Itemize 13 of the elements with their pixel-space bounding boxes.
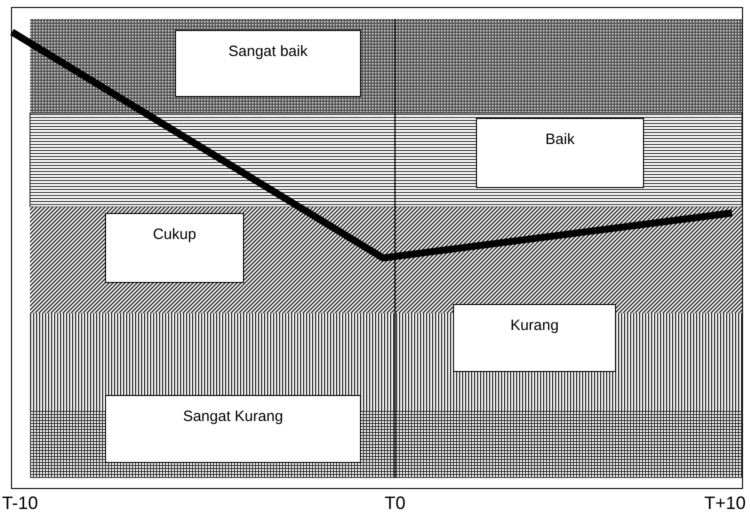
axis-label: T+10 xyxy=(704,494,746,512)
label-box xyxy=(105,213,244,283)
rating-label: Sangat Kurang xyxy=(182,408,284,427)
axis-label: T-10 xyxy=(2,494,38,512)
label-box xyxy=(105,395,361,463)
label-box xyxy=(453,304,616,372)
rating-label: Cukup xyxy=(152,226,196,245)
label-box xyxy=(476,118,644,188)
axis-label: T0 xyxy=(384,494,406,512)
rating-label: Sangat baik xyxy=(228,43,308,62)
label-box xyxy=(175,30,361,97)
rating-label: Kurang xyxy=(510,317,559,336)
rating-label: Baik xyxy=(545,131,575,150)
